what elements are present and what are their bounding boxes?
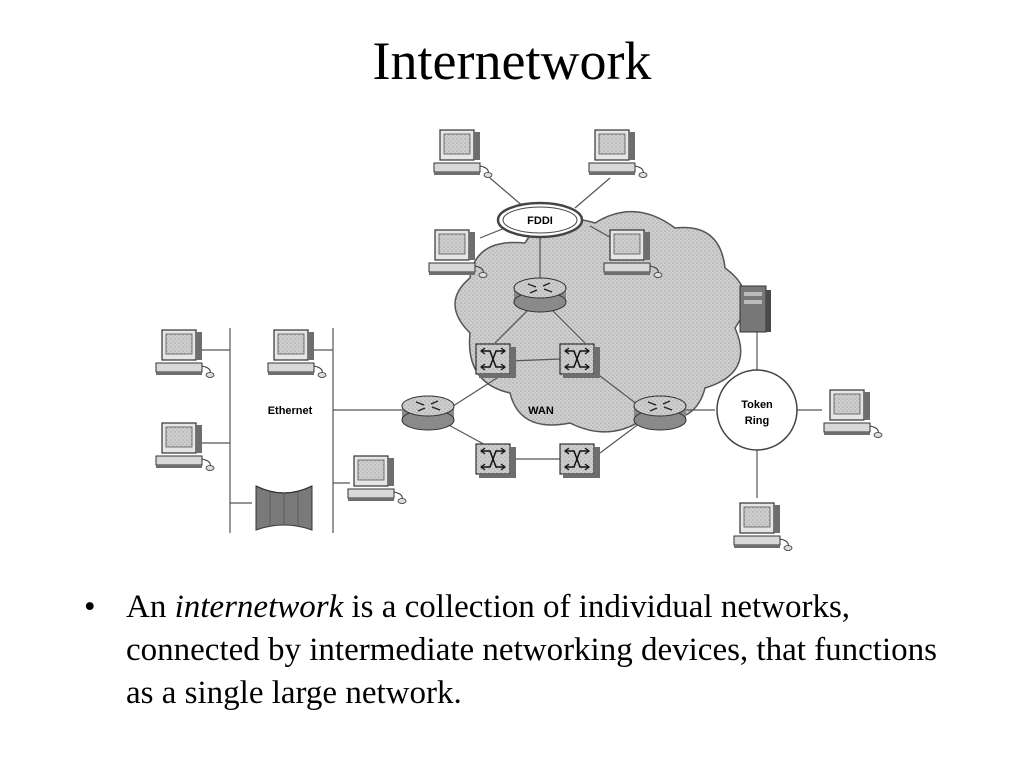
internetwork-diagram: FDDI Ethernet	[155, 129, 883, 552]
wan-cloud	[454, 211, 747, 433]
router-icon	[401, 395, 455, 431]
token-ring-label-line1: Token	[741, 399, 773, 411]
bullet-icon: •	[84, 589, 96, 625]
server-icon	[739, 285, 771, 333]
bullet-text-end: is a collection of individual networks, …	[126, 589, 937, 711]
token-ring	[716, 369, 798, 451]
fddi-label: FDDI	[527, 215, 553, 227]
ethernet-workstation-icon	[155, 422, 215, 472]
bullet-italic-term: internetwork	[174, 589, 344, 625]
ethernet-workstation-icon	[155, 329, 215, 379]
fddi-ring	[496, 201, 584, 239]
ethernet-label: Ethernet	[268, 405, 313, 417]
token-ring-label-line2: Ring	[745, 415, 769, 427]
token-ring-workstation-icon	[823, 389, 883, 439]
ethernet-workstation-icon	[347, 455, 407, 505]
fddi-workstation-icon	[433, 129, 493, 179]
wan-switch-icon	[475, 343, 517, 379]
storage-device-icon	[255, 485, 313, 531]
wan-switch-icon	[475, 443, 517, 479]
router-icon	[633, 395, 687, 431]
wan-switch-icon	[559, 443, 601, 479]
fddi-workstation-icon	[588, 129, 648, 179]
bullet-item: • An internetwork is a collection of ind…	[84, 586, 964, 715]
wan-switch-icon	[559, 343, 601, 379]
bullet-text-start: An	[126, 589, 175, 625]
ethernet-workstation-icon	[267, 329, 327, 379]
wan-label: WAN	[528, 405, 554, 417]
slide-title: Internetwork	[372, 31, 652, 91]
bullet-text: An internetwork is a collection of indiv…	[126, 586, 964, 715]
router-icon	[513, 277, 567, 313]
token-ring-workstation-icon	[733, 502, 793, 552]
